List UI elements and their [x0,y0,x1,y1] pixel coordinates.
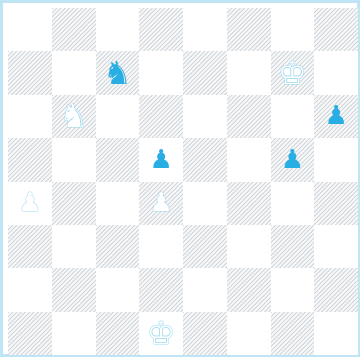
square-h3[interactable] [314,225,358,268]
square-f8[interactable] [227,8,271,51]
square-c4[interactable] [96,182,140,225]
chessboard[interactable]: ♞ ♚ ♞ ♟ ♟ ♟ ♟ ♟ ♚ [8,8,358,355]
square-a3[interactable] [8,225,52,268]
square-d8[interactable] [139,8,183,51]
square-f6[interactable] [227,95,271,138]
white-king-d1[interactable]: ♚ [147,317,176,349]
square-g4[interactable] [271,182,315,225]
square-b4[interactable] [52,182,96,225]
square-a5[interactable] [8,138,52,181]
square-f5[interactable] [227,138,271,181]
square-g3[interactable] [271,225,315,268]
square-b3[interactable] [52,225,96,268]
square-f3[interactable] [227,225,271,268]
square-d6[interactable] [139,95,183,138]
white-pawn-a4[interactable]: ♟ [18,190,41,216]
black-pawn-g5[interactable]: ♟ [281,147,304,173]
square-c5[interactable] [96,138,140,181]
square-d2[interactable] [139,268,183,311]
square-f1[interactable] [227,312,271,355]
square-h2[interactable] [314,268,358,311]
square-e3[interactable] [183,225,227,268]
square-c8[interactable] [96,8,140,51]
square-d3[interactable] [139,225,183,268]
square-a4[interactable]: ♟ [8,182,52,225]
square-c1[interactable] [96,312,140,355]
square-e6[interactable] [183,95,227,138]
square-g2[interactable] [271,268,315,311]
square-g1[interactable] [271,312,315,355]
square-f7[interactable] [227,51,271,94]
square-g7[interactable]: ♚ [271,51,315,94]
square-c7[interactable]: ♞ [96,51,140,94]
white-pawn-d4[interactable]: ♟ [149,190,172,216]
square-g8[interactable] [271,8,315,51]
square-h1[interactable] [314,312,358,355]
square-e8[interactable] [183,8,227,51]
square-b8[interactable] [52,8,96,51]
square-e1[interactable] [183,312,227,355]
square-h8[interactable] [314,8,358,51]
square-g6[interactable] [271,95,315,138]
square-a2[interactable] [8,268,52,311]
square-c2[interactable] [96,268,140,311]
black-pawn-h6[interactable]: ♟ [324,103,347,129]
square-g5[interactable]: ♟ [271,138,315,181]
square-d1[interactable]: ♚ [139,312,183,355]
square-a6[interactable] [8,95,52,138]
black-knight-c7[interactable]: ♞ [103,57,132,89]
square-b7[interactable] [52,51,96,94]
square-b2[interactable] [52,268,96,311]
square-a8[interactable] [8,8,52,51]
square-h4[interactable] [314,182,358,225]
white-knight-b6[interactable]: ♞ [59,100,88,132]
square-e2[interactable] [183,268,227,311]
square-h7[interactable] [314,51,358,94]
square-c3[interactable] [96,225,140,268]
white-king-g7[interactable]: ♚ [278,57,307,89]
square-d7[interactable] [139,51,183,94]
square-a7[interactable] [8,51,52,94]
square-d5[interactable]: ♟ [139,138,183,181]
square-h6[interactable]: ♟ [314,95,358,138]
square-f2[interactable] [227,268,271,311]
square-e7[interactable] [183,51,227,94]
black-pawn-d5[interactable]: ♟ [149,147,172,173]
square-b5[interactable] [52,138,96,181]
square-b6[interactable]: ♞ [52,95,96,138]
square-a1[interactable] [8,312,52,355]
square-e4[interactable] [183,182,227,225]
square-f4[interactable] [227,182,271,225]
square-h5[interactable] [314,138,358,181]
square-d4[interactable]: ♟ [139,182,183,225]
square-c6[interactable] [96,95,140,138]
square-e5[interactable] [183,138,227,181]
square-b1[interactable] [52,312,96,355]
